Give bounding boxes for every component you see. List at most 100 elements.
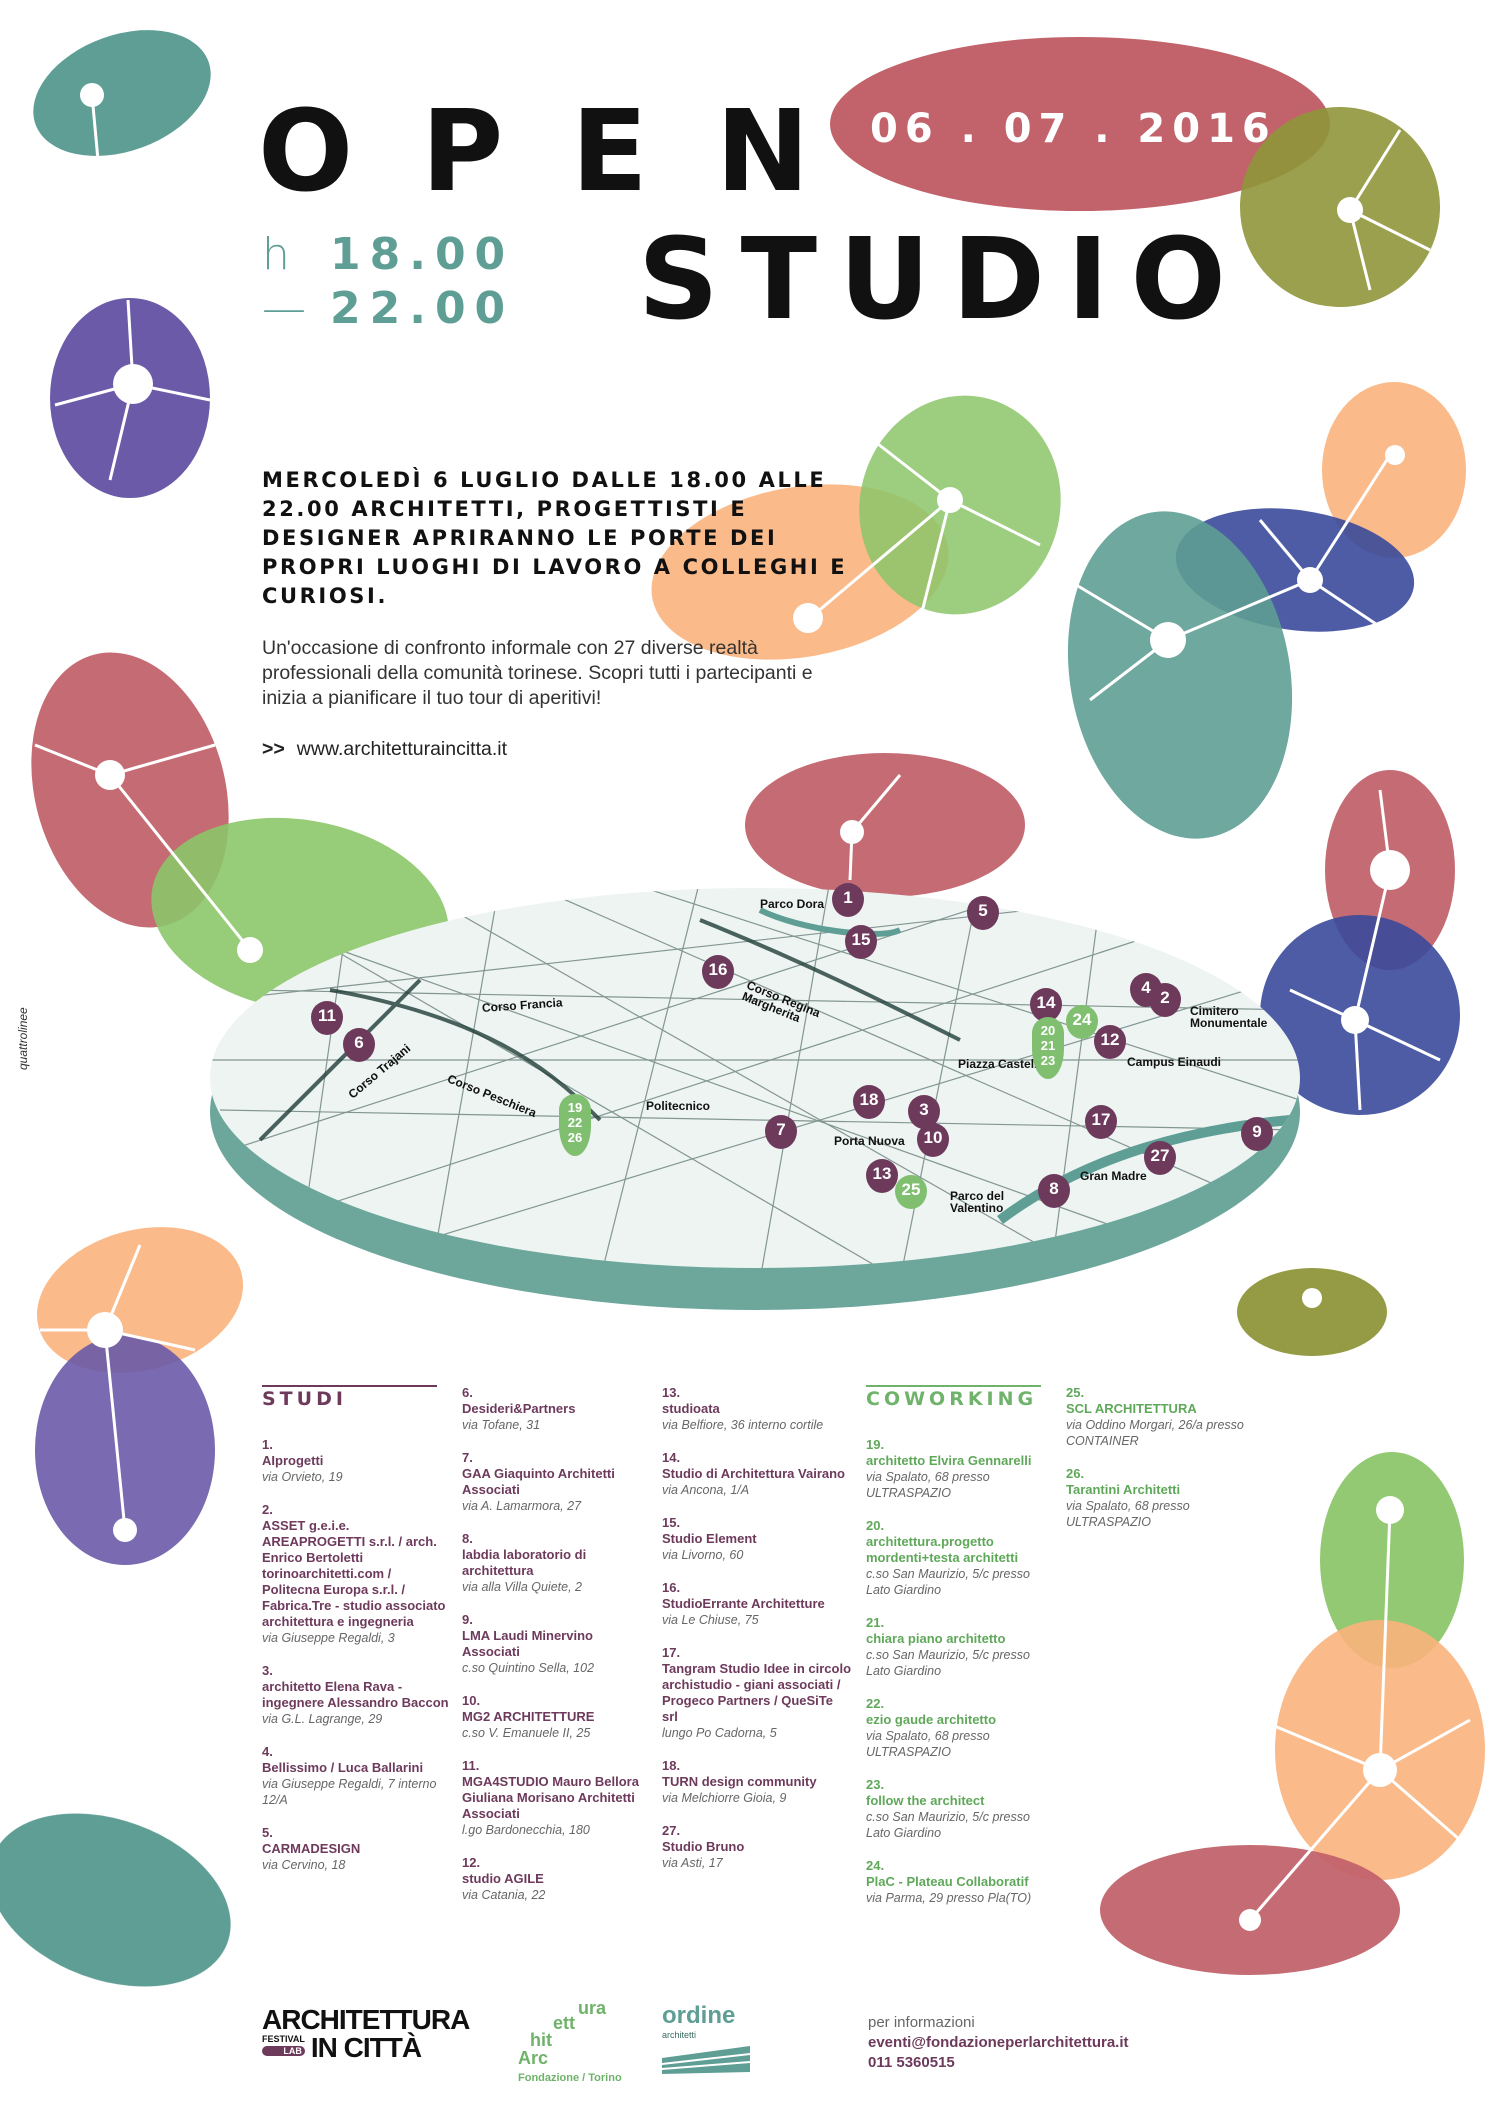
logo3-sub: architetti	[662, 2030, 697, 2040]
blob-green-bottomright	[1320, 1452, 1464, 1668]
website-arrow: >>	[262, 738, 285, 760]
list-item-address: via Le Chiuse, 75	[662, 1613, 759, 1627]
list-item-number: 7.	[462, 1450, 473, 1465]
blob-teal-topleft	[33, 30, 211, 156]
list-item-number: 20.	[866, 1518, 885, 1533]
list-item-name: Tangram Studio Idee in circolo archistud…	[662, 1661, 852, 1724]
list-item-name: AIprogetti	[262, 1453, 324, 1468]
list-item-address: via Asti, 17	[662, 1856, 723, 1870]
event-date: 06 . 07 . 2016	[870, 106, 1277, 152]
list-item-name: chiara piano architetto	[866, 1631, 1006, 1646]
list-item-name: architettura.progetto mordenti+testa arc…	[866, 1534, 1019, 1565]
list-item-name: Studio di Architettura Vairano	[662, 1466, 845, 1481]
list-item-number: 14.	[662, 1450, 681, 1465]
list-item-address: via Spalato, 68 presso ULTRASPAZIO	[866, 1729, 990, 1759]
logo-fondazione: ura ett hit Arc Fondazione / Torino	[518, 1998, 628, 2088]
list-item: 23.follow the architect c.so San Maurizio…	[866, 1777, 1056, 1841]
title-open: OPEN	[258, 87, 878, 217]
list-item-address: via Ancona, 1/A	[662, 1483, 750, 1497]
list-item-number: 18.	[662, 1758, 681, 1773]
list-item-address: via Giuseppe Regaldi, 7 interno 12/A	[262, 1777, 437, 1807]
list-item-name: Bellissimo / Luca Ballarini	[262, 1760, 424, 1775]
studi-heading: STUDI	[262, 1385, 437, 1413]
list-item-address: lungo Po Cadorna, 5	[662, 1726, 777, 1740]
hours-end: 22.00	[330, 283, 515, 334]
logo2-b: ett	[553, 2013, 575, 2033]
list-item-name: labdia laboratorio di architettura	[462, 1547, 587, 1578]
list-item-number: 25.	[1066, 1385, 1085, 1400]
list-item-number: 17.	[662, 1645, 681, 1660]
list-item-name: PlaC - Plateau Collaboratif	[866, 1874, 1029, 1889]
logo2-d: Arc	[518, 2048, 549, 2068]
intro-heading: MERCOLEDÌ 6 LUGLIO DALLE 18.00 ALLE 22.0…	[262, 468, 848, 608]
list-item-address: via Oddino Morgari, 26/a presso CONTAINE…	[1066, 1418, 1244, 1448]
list-item-name: MG2 ARCHITETTURE	[462, 1709, 595, 1724]
hours-start: 18.00	[330, 229, 515, 280]
list-item-name: Tarantini Architetti	[1066, 1482, 1181, 1497]
list-item-name: StudioErrante Architetture	[662, 1596, 825, 1611]
list-item-name: CARMADESIGN	[262, 1841, 361, 1856]
list-item-name: GAA Giaquinto Architetti Associati	[462, 1466, 615, 1497]
list-item-name: studioata	[662, 1401, 720, 1416]
list-item-number: 13.	[662, 1385, 681, 1400]
list-item-name: architetto Elvira Gennarelli	[866, 1453, 1032, 1468]
list-item-name: follow the architect	[866, 1793, 985, 1808]
blob-peach-topright	[1322, 382, 1466, 558]
list-item-address: via Catania, 22	[462, 1888, 546, 1902]
info-phone: 011 5360515	[868, 2054, 955, 2071]
list-item-address: via Spalato, 68 presso ULTRASPAZIO	[866, 1470, 990, 1500]
blob-purple-leftbottom	[35, 1335, 215, 1565]
list-item: 14.Studio di Architettura Vairano via Anc…	[662, 1450, 852, 1498]
list-item-name: Desideri&Partners	[462, 1401, 576, 1416]
list-item: 12.studio AGILE via Catania, 22	[462, 1855, 652, 1903]
list-item-number: 16.	[662, 1580, 681, 1595]
list-item-number: 27.	[662, 1823, 681, 1838]
blob-teal-bottomleft	[0, 1813, 231, 1987]
list-item-number: 15.	[662, 1515, 681, 1530]
list-item-number: 26.	[1066, 1466, 1085, 1481]
info-label: per informazioni	[868, 2014, 975, 2031]
list-item-name: Studio Bruno	[662, 1839, 745, 1854]
list-item-address: c.so Quintino Sella, 102	[462, 1661, 595, 1675]
logo1-festival: FESTIVAL	[262, 2034, 305, 2044]
title-studio: STUDIO	[638, 215, 1248, 345]
list-item-name: studio AGILE	[462, 1871, 544, 1886]
list-item-address: via Livorno, 60	[662, 1548, 744, 1562]
list-item-number: 10.	[462, 1693, 481, 1708]
info-email[interactable]: eventi@fondazioneperlarchitettura.it	[868, 2034, 1129, 2051]
list-item-address: via Spalato, 68 presso ULTRASPAZIO	[1066, 1499, 1190, 1529]
list-item-name: ASSET g.e.i.e. AREAPROGETTI s.r.l. / arc…	[262, 1518, 446, 1629]
list-item-name: ezio gaude architetto	[866, 1712, 997, 1727]
list-item-number: 12.	[462, 1855, 481, 1870]
list-item-address: c.so San Maurizio, 5/c presso Lato Giard…	[866, 1567, 1030, 1597]
logo-architettura-in-citta: ARCHITETTURA FESTIVAL LAB IN CITTÀ	[262, 2006, 470, 2063]
website-link[interactable]: >> www.architetturaincitta.it	[262, 738, 507, 761]
list-item-address: c.so San Maurizio, 5/c presso Lato Giard…	[866, 1810, 1030, 1840]
website-url[interactable]: www.architetturaincitta.it	[296, 738, 508, 760]
list-item: 10.MG2 ARCHITETTURE c.so V. Emanuele II, …	[462, 1693, 652, 1741]
design-credit: quattrolinee	[16, 1007, 30, 1070]
list-item-number: 6.	[462, 1385, 473, 1400]
river-dora	[758, 907, 902, 937]
intro-body: Un'occasione di confronto informale con …	[262, 637, 813, 709]
list-item-address: c.so V. Emanuele II, 25	[462, 1726, 591, 1740]
list-item: 17.Tangram Studio Idee in circolo archis…	[662, 1645, 852, 1741]
list-item-name: Studio Element	[662, 1531, 757, 1546]
coworking-col-1: COWORKING 19.architetto Elvira Gennarell…	[866, 1385, 1056, 1923]
list-item: 27.Studio Bruno via Asti, 17	[662, 1823, 852, 1871]
list-item-address: via Melchiorre Gioia, 9	[662, 1791, 787, 1805]
list-item-number: 11.	[462, 1758, 480, 1773]
logo1-line2: IN CITTÀ	[310, 2032, 422, 2063]
list-item-number: 23.	[866, 1777, 885, 1792]
